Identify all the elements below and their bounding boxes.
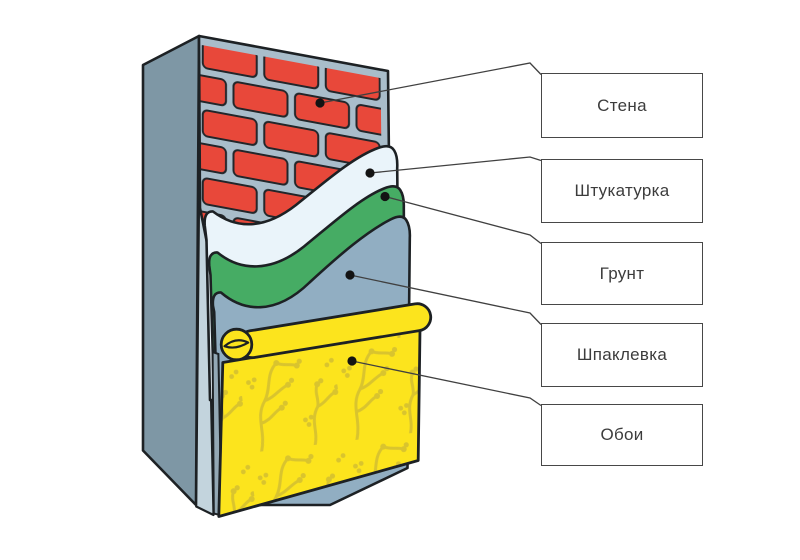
label-box-wall: Стена: [541, 73, 703, 138]
wallpaper-floral-pattern: [218, 329, 420, 517]
label-text-wallpaper: Обои: [600, 425, 644, 444]
label-box-wallpaper: Обои: [541, 404, 703, 466]
callout-line-plaster: [369, 156, 542, 174]
callout-dot-primer: [380, 191, 390, 202]
callout-line-wallpaper: [351, 360, 542, 407]
label-text-primer: Грунт: [599, 263, 645, 283]
callout-dot-wall: [315, 98, 325, 108]
callout-dot-plaster: [365, 168, 375, 178]
wallpaper-sheet: [217, 328, 422, 518]
callout-line-wall: [319, 62, 542, 104]
label-text-wall: Стена: [597, 95, 647, 115]
wall-top-edge: [199, 36, 388, 80]
callout-line-putty: [349, 274, 542, 325]
callout-dot-wallpaper: [347, 356, 357, 366]
label-text-putty: Шпаклевка: [576, 345, 668, 364]
callout-dots: [315, 98, 390, 366]
label-box-primer: Грунт: [541, 242, 703, 305]
callout-line-primer: [384, 195, 542, 245]
label-box-putty: Шпаклевка: [541, 323, 703, 387]
label-text-plaster: Штукатурка: [574, 181, 670, 200]
wall-side-face: [141, 34, 201, 507]
wallpaper-roll-curl: [223, 339, 250, 349]
callout-lines: [319, 62, 542, 407]
label-box-plaster: Штукатурка: [541, 159, 703, 223]
callout-dot-putty: [345, 270, 355, 280]
